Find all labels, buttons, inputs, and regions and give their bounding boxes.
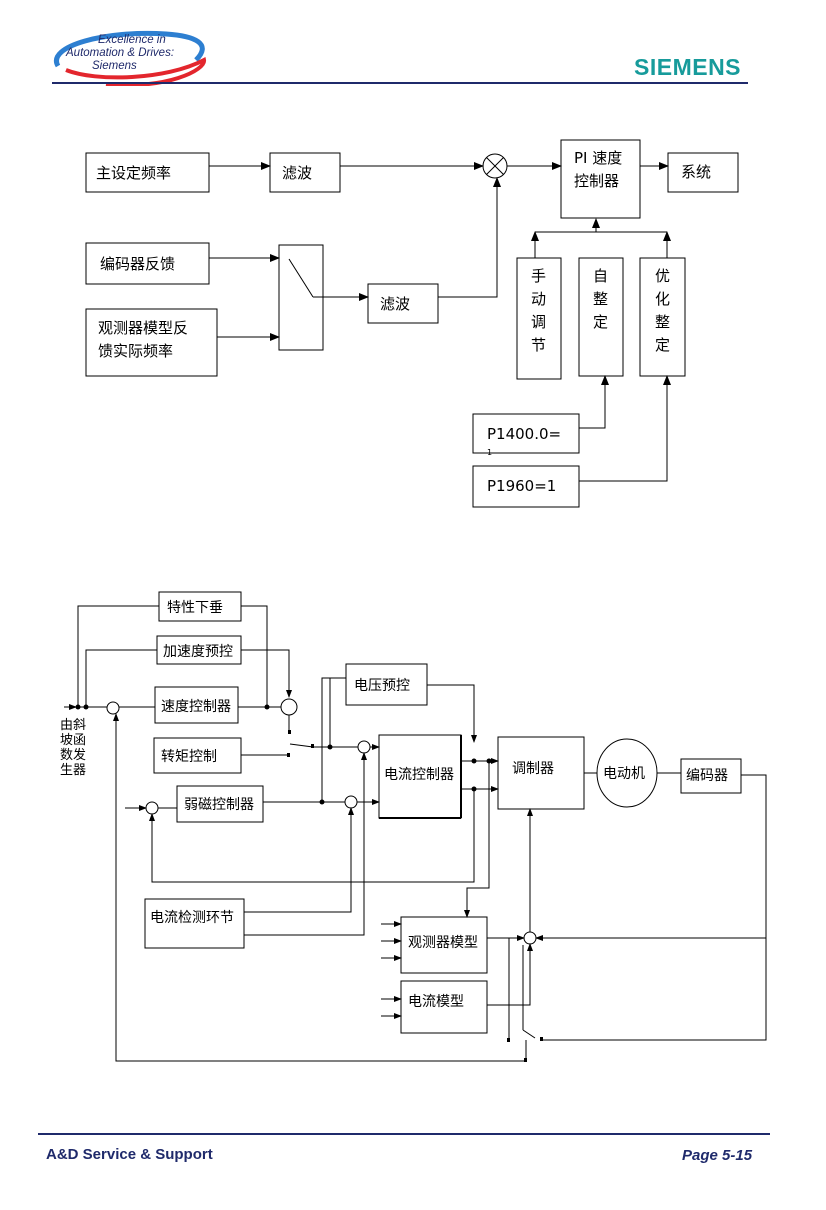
- sum-observer-icon: [523, 931, 537, 945]
- encoder-feedback-box: [85, 242, 210, 285]
- accel-precontrol-label: 加速度预控: [163, 644, 233, 660]
- logo-line-2: Automation & Drives:: [66, 47, 175, 59]
- observer-label-1: 观测器模型反: [98, 319, 188, 337]
- speed-control-diagram: [85, 139, 739, 508]
- manual-char-3: 调: [531, 313, 546, 331]
- encoder-label: 编码器: [686, 768, 728, 784]
- field-weakening-label: 弱磁控制器: [184, 797, 254, 813]
- encoder-box: [680, 758, 742, 794]
- current-detection-box: [144, 898, 245, 949]
- ramp-gen-line-2: 坡函: [60, 733, 86, 748]
- speed-controller-box: [154, 686, 239, 724]
- encoder-feedback-label: 编码器反馈: [100, 255, 175, 273]
- filter-box: [269, 152, 341, 193]
- ramp-gen-line-3: 数发: [60, 747, 86, 763]
- system-label: 系统: [681, 163, 711, 181]
- manual-tuning-box: [516, 257, 562, 380]
- footer-divider: [38, 1133, 770, 1135]
- manual-char-4: 节: [531, 336, 546, 354]
- manual-char-1: 手: [531, 267, 546, 285]
- sum-iq-icon: [357, 740, 371, 754]
- current-model-box: [400, 980, 488, 1034]
- modulator-label: 调制器: [512, 761, 554, 777]
- vector-control-diagram: [64, 591, 767, 1062]
- logo-line-1: Excellence in: [98, 34, 166, 46]
- junction-dots: [75, 704, 543, 1062]
- optimize-tuning-box: [639, 257, 686, 377]
- param1-label: P1400.0=: [487, 425, 561, 443]
- vector-control-labels: 特性下垂 加速度预控 速度控制器 转矩控制 弱磁控制器 电压预控 电流控制器 调…: [60, 600, 728, 1010]
- param1-box: [472, 413, 580, 454]
- current-controller-label: 电流控制器: [384, 767, 454, 783]
- param2-label: P1960=1: [487, 477, 556, 495]
- manual-char-2: 动: [531, 290, 546, 308]
- main-setpoint-label: 主设定频率: [96, 164, 171, 182]
- observer-feedback-box: [85, 308, 218, 377]
- current-detection-label: 电流检测环节: [150, 910, 234, 926]
- optimize-char-1: 优: [655, 267, 670, 285]
- pi-controller-box: [560, 139, 641, 219]
- auto-char-1: 自: [593, 267, 608, 285]
- header-divider: [52, 82, 748, 84]
- torque-control-label: 转矩控制: [161, 749, 217, 765]
- siemens-brand: SIEMENS: [634, 54, 742, 80]
- droop-label: 特性下垂: [167, 600, 223, 616]
- footer-page-number: Page 5-15: [682, 1147, 753, 1164]
- sum-speed-icon: [106, 701, 120, 715]
- sum-id-icon: [344, 795, 358, 809]
- observer-model-box: [400, 916, 488, 974]
- current-model-label: 电流模型: [408, 994, 464, 1010]
- auto-char-3: 定: [593, 313, 608, 331]
- filter-label: 滤波: [282, 164, 312, 182]
- voltage-precontrol-label: 电压预控: [354, 678, 410, 694]
- motor-label: 电动机: [603, 766, 645, 782]
- ramp-gen-line-1: 由斜: [60, 718, 86, 733]
- speed-control-labels: 主设定频率 滤波 编码器反馈 观测器模型反 馈实际频率 滤波 PI 速度 控制器…: [96, 149, 711, 495]
- pi-label-1: PI 速度: [574, 149, 622, 167]
- field-weakening-box: [176, 785, 264, 823]
- excellence-logo: Excellence in Automation & Drives: Sieme…: [46, 26, 216, 86]
- footer-service-label: A&D Service & Support: [46, 1146, 213, 1163]
- filter2-box: [367, 283, 439, 324]
- filter2-label: 滤波: [380, 295, 410, 313]
- observer-model-label: 观测器模型: [408, 935, 478, 951]
- sum-field-icon: [145, 801, 159, 815]
- optimize-char-2: 化: [655, 290, 670, 308]
- observer-label-2: 馈实际频率: [98, 342, 173, 360]
- pi-label-2: 控制器: [574, 172, 619, 190]
- optimize-char-3: 整: [655, 313, 670, 331]
- param2-box: [472, 465, 580, 508]
- main-setpoint-box: [85, 152, 210, 193]
- speed-controller-label: 速度控制器: [161, 699, 231, 715]
- system-box: [667, 152, 739, 193]
- ramp-gen-line-4: 生器: [60, 763, 86, 778]
- logo-line-3: Siemens: [92, 60, 137, 72]
- auto-char-2: 整: [593, 290, 608, 308]
- param1-cut-label: 1: [487, 448, 492, 457]
- optimize-char-4: 定: [655, 336, 670, 354]
- sum-torque-ref-icon: [280, 698, 298, 716]
